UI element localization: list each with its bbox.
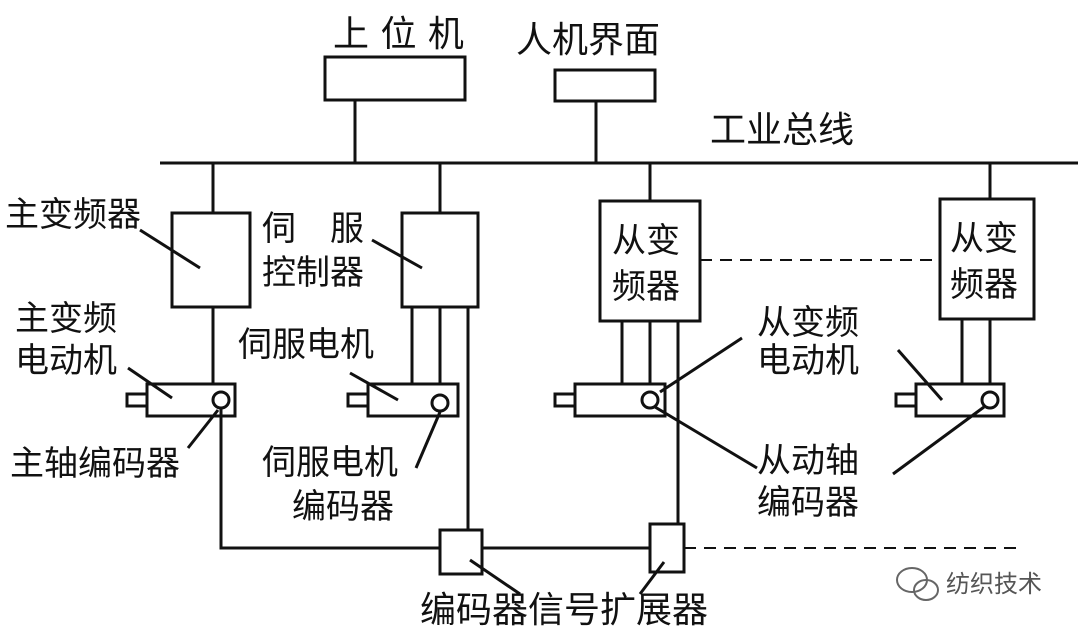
slave-1-encoder-leader xyxy=(654,405,758,470)
host-computer-label: 上 位 机 xyxy=(333,14,464,55)
slave-2-motor-shaft xyxy=(894,392,918,408)
hmi-box xyxy=(553,68,657,103)
slave-inverter-2-box xyxy=(938,197,1036,321)
slave-1-encoder-circle xyxy=(640,390,660,410)
wechat-icon xyxy=(896,567,939,601)
main-shaft-encoder-leader xyxy=(186,409,220,449)
master-motor-label-line1: 主变频 xyxy=(15,299,117,339)
hmi-label: 人机界面 xyxy=(516,20,660,61)
industrial-bus-label: 工业总线 xyxy=(710,110,854,151)
slave-inverter-2-label-line2: 频器 xyxy=(950,265,1018,305)
master-motor-label-line2: 电动机 xyxy=(15,341,117,381)
slave-1-motor-shaft xyxy=(553,392,577,408)
servo-encoder-label-line2: 编码器 xyxy=(292,487,394,527)
servo-motor-shaft xyxy=(346,392,370,408)
main-encoder-line xyxy=(219,408,440,550)
master-motor-leader xyxy=(127,366,173,400)
master-motor-shaft xyxy=(125,392,149,408)
servo-encoder-circle xyxy=(430,393,450,413)
slave-shaft-encoder-label-line1: 从动轴 xyxy=(757,441,859,481)
slave-inverter-1-label-line2: 频器 xyxy=(612,267,680,307)
slave-shaft-encoder-label-line2: 编码器 xyxy=(757,483,859,523)
slave-2-motor-body xyxy=(914,382,1006,418)
main-shaft-encoder-label: 主轴编码器 xyxy=(10,444,180,484)
encoder-expander-2 xyxy=(648,522,686,574)
watermark-text: 纺织技术 xyxy=(946,570,1042,598)
servo-motor-leader xyxy=(349,371,399,402)
encoder-expander-1 xyxy=(438,528,484,576)
servo-controller-box xyxy=(400,211,480,309)
servo-motor-label: 伺服电机 xyxy=(238,325,374,365)
master-inverter-label: 主变频器 xyxy=(5,195,141,235)
master-inverter-leader xyxy=(139,228,201,270)
slave-1-motor-body xyxy=(573,382,667,418)
servo-controller-label-line1: 伺 服 xyxy=(262,209,364,249)
servo-encoder-label-line1: 伺服电机 xyxy=(262,443,398,483)
encoder-expander-label: 编码器信号扩展器 xyxy=(420,590,708,631)
slave-inverter-1-label-line1: 从变 xyxy=(612,221,680,261)
master-inverter-box xyxy=(170,211,252,309)
slave-motor-label-line2: 电动机 xyxy=(757,341,859,381)
slave-2-encoder-leader xyxy=(892,405,985,476)
servo-controller-leader xyxy=(371,238,423,270)
slave-2-motor-leader xyxy=(896,349,944,401)
expander-1-leader xyxy=(469,558,521,596)
slave-2-encoder-circle xyxy=(980,390,1000,410)
expander-2-leader xyxy=(638,561,666,595)
main-shaft-encoder-circle xyxy=(211,390,231,410)
servo-controller-label-line2: 控制器 xyxy=(262,253,364,293)
slave-motor-label-line1: 从变频 xyxy=(757,303,859,343)
host-computer-box xyxy=(323,55,467,102)
servo-encoder-leader xyxy=(414,411,442,469)
slave-inverter-2-label-line1: 从变 xyxy=(950,219,1018,259)
slave-1-motor-leader xyxy=(659,336,743,394)
